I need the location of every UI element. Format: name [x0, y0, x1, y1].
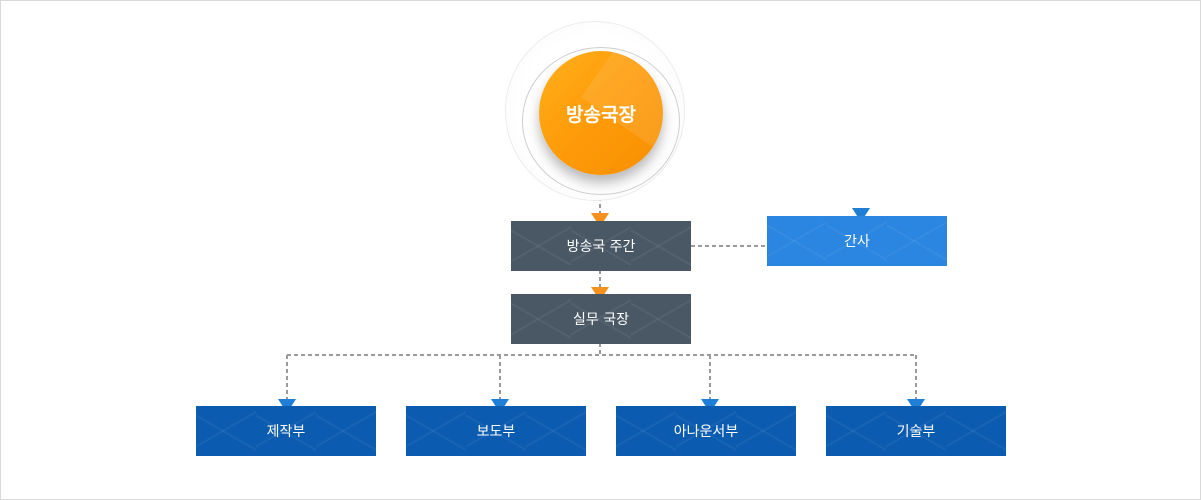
department-node-announcer: 아나운서부 — [616, 406, 796, 456]
department-label: 보도부 — [476, 424, 516, 440]
head-node-label: 방송국장 — [566, 103, 636, 126]
department-label: 제작부 — [266, 424, 306, 440]
manager-node: 실무 국장 — [511, 294, 691, 344]
auditor-node: 간사 — [767, 216, 947, 266]
director-node-label: 방송국 주간 — [566, 239, 636, 255]
manager-node-label: 실무 국장 — [573, 312, 629, 328]
department-node-news: 보도부 — [406, 406, 586, 456]
auditor-node-label: 간사 — [844, 234, 870, 250]
head-node: 방송국장 — [539, 51, 663, 175]
director-node: 방송국 주간 — [511, 221, 691, 271]
department-label: 아나운서부 — [673, 424, 739, 440]
department-label: 기술부 — [896, 424, 936, 440]
department-node-technical: 기술부 — [826, 406, 1006, 456]
head-halo-inner — [522, 47, 680, 195]
department-node-production: 제작부 — [196, 406, 376, 456]
